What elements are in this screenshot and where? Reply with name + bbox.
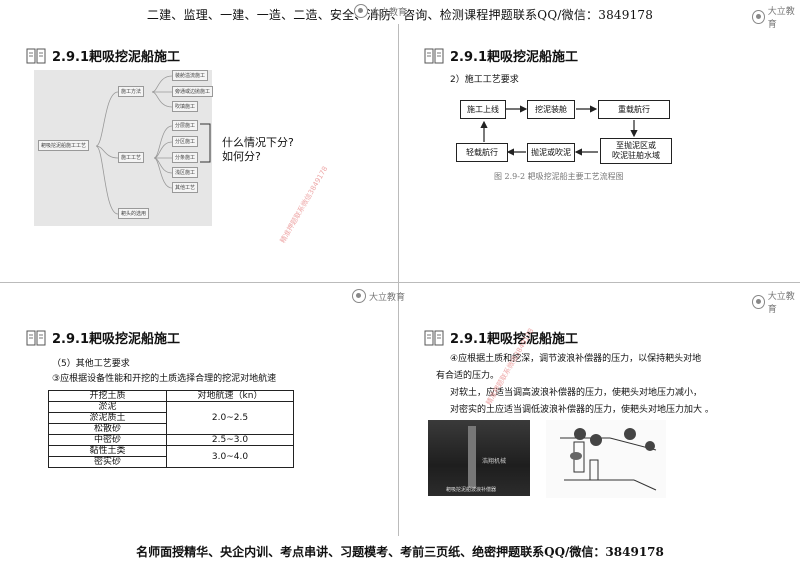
table-cell: 淤泥质土 bbox=[48, 412, 167, 424]
slide-4-paragraph: ④应根据土质和挖深，调节波浪补偿器的压力，以保持耙头对地 bbox=[450, 354, 702, 364]
table-header-row: 开挖土质 对地航速（kn） bbox=[48, 390, 294, 402]
table-cell: 2.0~2.5 bbox=[166, 401, 294, 435]
book-icon bbox=[26, 48, 46, 63]
mindmap-connectors bbox=[95, 75, 211, 215]
quadrant-divider-horizontal bbox=[0, 282, 800, 283]
flow-step: 挖泥装舱 bbox=[527, 100, 575, 119]
table-cell: 松散砂 bbox=[48, 423, 167, 435]
slide-4-paragraph: 有合适的压力。 bbox=[436, 371, 500, 381]
mindmap-leaf: 分条施工 bbox=[172, 152, 199, 163]
slide-4-paragraph: 对软土，应适当调高波浪补偿器的压力，使耙头对地压力减小， bbox=[450, 388, 703, 398]
header-banner: 二建、监理、一建、一造、二造、安全、消防、咨询、检测课程押题联系QQ/微信：38… bbox=[146, 8, 654, 22]
logo-mark-icon bbox=[752, 10, 765, 24]
compensator-photo: 浩翔机械 耙吸挖泥船波浪补偿器 bbox=[428, 420, 530, 496]
table-cell: 2.5~3.0 bbox=[166, 434, 294, 446]
slide-2-subhead: 2）施工工艺要求 bbox=[450, 75, 519, 85]
watermark: 精准押题联系微信3849178 bbox=[278, 164, 330, 245]
logo-mark-icon bbox=[752, 295, 765, 309]
photo-tower bbox=[468, 426, 476, 488]
question-text: 什么情况下分? 如何分? bbox=[222, 136, 294, 163]
mindmap-branch: 施工方法 bbox=[118, 86, 145, 97]
logo-mark-icon bbox=[352, 289, 366, 303]
slide-3-line: ③应根据设备性能和开挖的土质选择合理的挖泥对地航速 bbox=[52, 374, 277, 384]
book-icon bbox=[26, 330, 46, 345]
table-row: 黏性土类 3.0~4.0 bbox=[48, 445, 294, 468]
logo: 大立教育 bbox=[752, 289, 800, 315]
mindmap-leaf: 吹填施工 bbox=[172, 101, 199, 112]
mindmap-branch: 施工工艺 bbox=[118, 152, 145, 163]
slide-4-title: 2.9.1耙吸挖泥船施工 bbox=[424, 328, 578, 347]
photo-logo: 浩翔机械 bbox=[482, 458, 507, 465]
book-icon bbox=[424, 330, 444, 345]
flow-step: 重载航行 bbox=[598, 100, 670, 119]
table-row: 密实砂 bbox=[48, 456, 294, 468]
table-cell: 3.0~4.0 bbox=[166, 445, 294, 468]
slide-2-title: 2.9.1耙吸挖泥船施工 bbox=[424, 46, 578, 65]
compensator-diagram bbox=[546, 420, 666, 498]
book-icon bbox=[424, 48, 444, 63]
slide-3-title: 2.9.1耙吸挖泥船施工 bbox=[26, 328, 180, 347]
soil-speed-table: 开挖土质 对地航速（kn） 淤泥 2.0~2.5 淤泥质土 松散砂 中密砂 2.… bbox=[48, 390, 294, 468]
mindmap-leaf: 装舱溢流施工 bbox=[172, 70, 209, 81]
table-cell: 黏性土类 bbox=[48, 445, 167, 457]
logo-mark-icon bbox=[354, 4, 368, 18]
table-cell: 密实砂 bbox=[48, 456, 167, 468]
mindmap-leaf: 分层施工 bbox=[172, 120, 199, 131]
mindmap-leaf: 分区施工 bbox=[172, 136, 199, 147]
flow-step: 至抛泥区或 吹泥驻舶水域 bbox=[600, 138, 672, 164]
flow-step: 施工上线 bbox=[460, 100, 506, 119]
table-header: 开挖土质 bbox=[48, 390, 167, 402]
slide-1-title: 2.9.1耙吸挖泥船施工 bbox=[26, 46, 180, 65]
table-cell: 淤泥 bbox=[48, 401, 167, 413]
logo: 大立教育 bbox=[354, 4, 407, 18]
flow-step: 抛泥或吹泥 bbox=[527, 143, 575, 162]
slide-4-paragraph: 对密实的土应适当调低波浪补偿器的压力，使耙头对地压力加大 。 bbox=[450, 405, 714, 415]
mindmap-leaf: 旁通或边抛施工 bbox=[172, 86, 214, 97]
table-header: 对地航速（kn） bbox=[166, 390, 294, 402]
flow-step: 轻载航行 bbox=[456, 143, 508, 162]
mindmap-leaf: 浅区施工 bbox=[172, 167, 199, 178]
mindmap-branch: 耙头的选用 bbox=[118, 208, 150, 219]
mindmap-leaf: 其他工艺 bbox=[172, 182, 199, 193]
table-row: 淤泥 2.0~2.5 bbox=[48, 401, 294, 435]
quadrant-divider-vertical bbox=[398, 24, 399, 536]
logo: 大立教育 bbox=[752, 4, 800, 30]
logo: 大立教育 bbox=[352, 289, 405, 303]
slide-3-line: （5）其他工艺要求 bbox=[52, 359, 130, 369]
mindmap: 耙吸挖泥船施工工艺 施工方法 施工工艺 耙头的选用 装舱溢流施工 旁通或边抛施工… bbox=[34, 70, 214, 226]
table-cell: 中密砂 bbox=[48, 434, 167, 446]
footer-banner: 名师面授精华、央企内训、考点串讲、习题模考、考前三页纸、绝密押题联系QQ/微信：… bbox=[136, 545, 664, 559]
figure-caption: 图 2.9-2 耙吸挖泥船主要工艺流程图 bbox=[494, 172, 624, 181]
table-row: 中密砂 2.5~3.0 bbox=[48, 434, 294, 446]
photo-caption: 耙吸挖泥船波浪补偿器 bbox=[446, 487, 497, 493]
mindmap-root: 耙吸挖泥船施工工艺 bbox=[38, 140, 90, 151]
